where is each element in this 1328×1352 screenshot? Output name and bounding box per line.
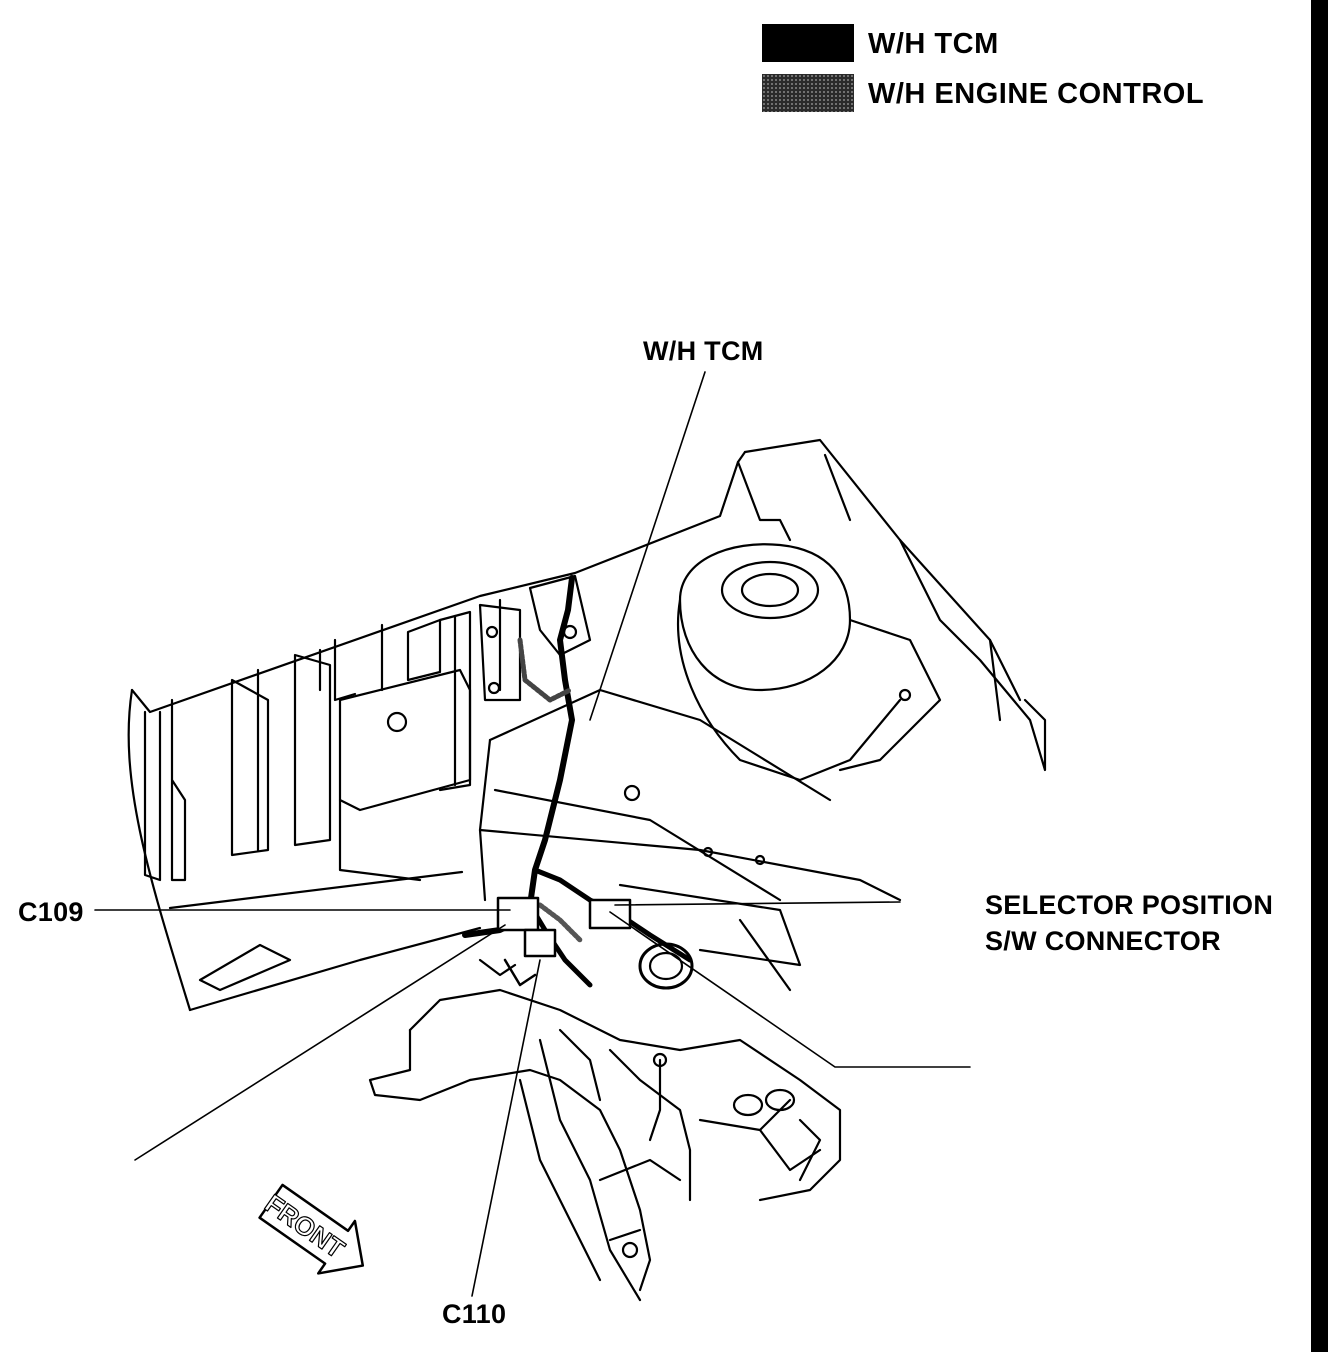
legend-label-engine-control: W/H ENGINE CONTROL — [868, 78, 1205, 110]
label-c109: C109 — [18, 897, 84, 927]
apron — [478, 828, 902, 902]
engine-control-harness-swatch — [762, 74, 854, 112]
page-edge-bar — [1311, 0, 1328, 1352]
label-selector-line2: S/W CONNECTOR — [985, 926, 1221, 956]
leader-right — [609, 911, 971, 1068]
leader-selector — [614, 901, 901, 906]
tcm-harness-swatch — [762, 24, 854, 62]
transaxle — [408, 988, 842, 1202]
legend-label-tcm: W/H TCM — [868, 28, 999, 60]
leader-c110 — [471, 959, 541, 1297]
leader-wh-tcm — [589, 371, 706, 721]
front-arrow: FRONT — [258, 1183, 365, 1275]
connector-c110 — [523, 928, 557, 958]
engine-control-harness — [517, 637, 573, 703]
connector-c109 — [496, 896, 540, 932]
label-wh-tcm: W/H TCM — [643, 336, 764, 366]
leader-left — [134, 924, 506, 1161]
label-c110: C110 — [442, 1299, 507, 1329]
upper-bracket — [478, 603, 522, 702]
label-selector-line1: SELECTOR POSITION — [985, 890, 1274, 920]
